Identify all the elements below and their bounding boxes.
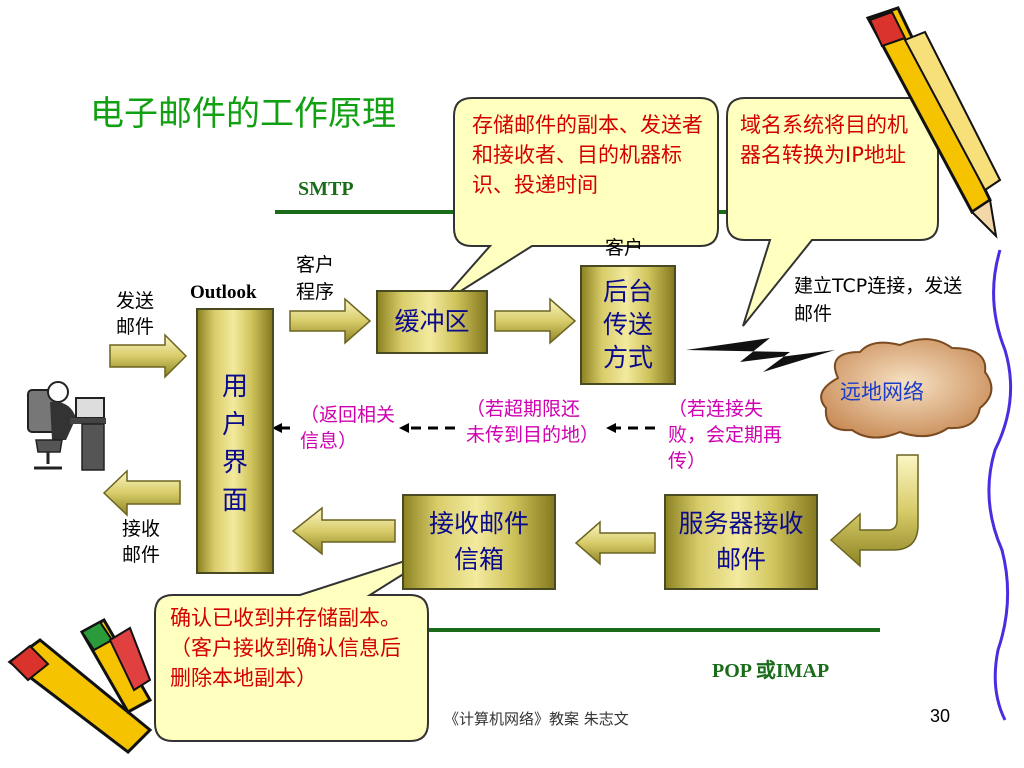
- pencil-decoration-icon: [865, 6, 1002, 239]
- arrow-inbox-to-ui: [291, 506, 396, 556]
- user-interface-box: 用户界面: [196, 308, 274, 574]
- retry-note: （若连接失败，会定期再传）: [668, 398, 783, 472]
- send-mail-label: 发送邮件: [116, 290, 155, 338]
- page-number: 30: [930, 706, 951, 726]
- arrow-buffer-to-background: [494, 297, 577, 345]
- client-program-label: 客户程序: [296, 254, 335, 303]
- return-info-note: （返回相关信息）: [300, 404, 396, 452]
- arrow-receive-mail: [102, 469, 181, 517]
- arrow-cloud-to-server: [829, 454, 919, 568]
- user-interface-label: 用户界面: [221, 372, 248, 516]
- slide-title: 电子邮件的工作原理: [90, 94, 396, 134]
- client-label: 客户: [605, 237, 644, 259]
- callout-text-buffer: 存储邮件的副本、发送者和接收者、目的机器标识、投递时间: [472, 113, 703, 197]
- pencils-decoration-icon: [7, 617, 153, 754]
- server-receive-box: 服务器接收邮件: [664, 494, 818, 590]
- callout-bubble-confirm: [154, 547, 446, 742]
- background-send-label: 后台传送方式: [602, 277, 653, 372]
- callout-text-dns: 域名系统将目的机器名转换为IP地址: [740, 113, 908, 167]
- inbox-label: 接收邮件信箱: [428, 509, 529, 574]
- pop-imap-label: POP 或IMAP: [712, 660, 830, 682]
- background-send-box: 后台传送方式: [580, 265, 676, 385]
- lightning-bolt-icon: [686, 338, 835, 372]
- arrow-ui-to-buffer: [289, 297, 372, 345]
- smtp-label: SMTP: [298, 178, 354, 200]
- callout-bubble-buffer: [436, 97, 719, 307]
- footer-text: 《计算机网络》教案 朱志文: [444, 710, 629, 728]
- computer-user-icon: [27, 381, 106, 471]
- cloud-shape: [820, 338, 993, 439]
- receive-mail-label: 接收邮件: [122, 518, 161, 566]
- tcp-connect-label: 建立TCP连接，发送邮件: [794, 275, 963, 325]
- wavy-line-decoration: [987, 249, 1013, 721]
- server-receive-label: 服务器接收邮件: [678, 509, 804, 574]
- buffer-box: 缓冲区: [376, 290, 488, 354]
- remote-network-label: 远地网络: [840, 380, 924, 404]
- inbox-box: 接收邮件信箱: [402, 494, 556, 590]
- arrow-server-to-inbox: [574, 520, 656, 566]
- callout-text-confirm: 确认已收到并存储副本。（客户接收到确认信息后删除本地副本）: [170, 606, 401, 690]
- timeout-note: （若超期限还未传到目的地）: [466, 398, 600, 446]
- outlook-label: Outlook: [190, 282, 257, 303]
- arrow-send-mail: [109, 333, 188, 379]
